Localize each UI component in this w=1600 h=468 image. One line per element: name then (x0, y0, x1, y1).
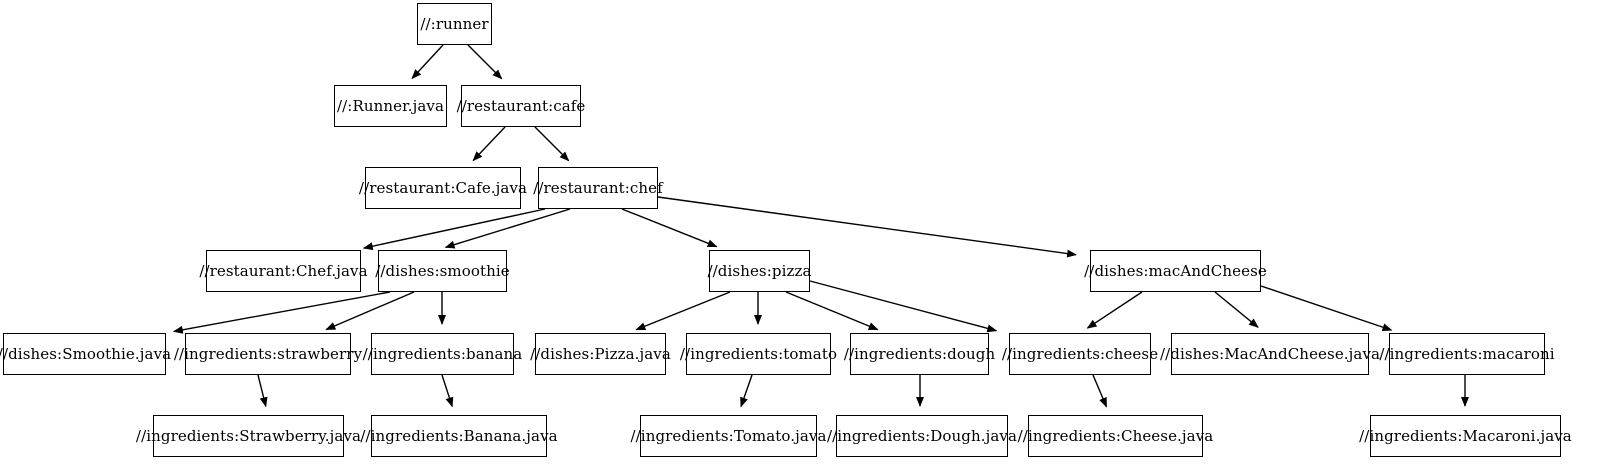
graph-node-ingredients_macaroni_java[interactable]: //ingredients:Macaroni.java (1359, 415, 1572, 457)
graph-node-ingredients_strawberry_java[interactable]: //ingredients:Strawberry.java (136, 415, 361, 457)
node-label: //ingredients:Macaroni.java (1359, 426, 1572, 445)
graph-node-runner[interactable]: //:runner (417, 3, 492, 45)
node-label: //ingredients:Strawberry.java (135, 426, 362, 445)
node-label: //ingredients:cheese (1001, 344, 1159, 363)
node-label: //dishes:smoothie (375, 261, 510, 280)
node-label: //ingredients:banana (362, 344, 523, 363)
graph-node-dishes_smoothie[interactable]: //dishes:smoothie (375, 250, 510, 292)
node-label: //restaurant:Chef.java (199, 261, 368, 280)
node-label: //:Runner.java (336, 96, 444, 115)
graph-node-restaurant_chef_java[interactable]: //restaurant:Chef.java (199, 250, 368, 292)
graph-node-dishes_macandcheese_java[interactable]: //dishes:MacAndCheese.java (1160, 333, 1380, 375)
node-label: //ingredients:Banana.java (360, 426, 558, 445)
graph-node-ingredients_macaroni[interactable]: //ingredients:macaroni (1379, 333, 1555, 375)
node-label: //dishes:macAndCheese (1084, 261, 1267, 280)
graph-node-ingredients_cheese[interactable]: //ingredients:cheese (1002, 333, 1158, 375)
graph-node-restaurant_cafe[interactable]: //restaurant:cafe (457, 85, 585, 127)
graph-node-restaurant_chef[interactable]: //restaurant:chef (533, 167, 663, 209)
graph-node-ingredients_cheese_java[interactable]: //ingredients:Cheese.java (1018, 415, 1213, 457)
node-label: //dishes:Pizza.java (530, 344, 671, 363)
graph-node-dishes_pizza_java[interactable]: //dishes:Pizza.java (530, 333, 671, 375)
graph-node-ingredients_tomato_java[interactable]: //ingredients:Tomato.java (630, 415, 826, 457)
graph-node-runner_java[interactable]: //:Runner.java (334, 85, 447, 127)
graph-node-restaurant_cafe_java[interactable]: //restaurant:Cafe.java (359, 167, 527, 209)
node-label: //ingredients:Cheese.java (1017, 426, 1214, 445)
node-label: //ingredients:macaroni (1379, 344, 1555, 363)
node-label: //ingredients:Dough.java (826, 426, 1018, 445)
graph-node-dishes_smoothie_java[interactable]: //dishes:Smoothie.java (0, 333, 171, 375)
node-label: //ingredients:Tomato.java (630, 426, 827, 445)
node-label: //ingredients:dough (843, 344, 996, 363)
graph-node-dishes_pizza[interactable]: //dishes:pizza (707, 250, 812, 292)
graph-node-ingredients_dough_java[interactable]: //ingredients:Dough.java (827, 415, 1017, 457)
graph-node-ingredients_banana[interactable]: //ingredients:banana (363, 333, 522, 375)
node-label: //ingredients:strawberry (173, 344, 363, 363)
node-label: //dishes:MacAndCheese.java (1159, 344, 1381, 363)
graph-node-ingredients_strawberry[interactable]: //ingredients:strawberry (174, 333, 362, 375)
graph-node-ingredients_banana_java[interactable]: //ingredients:Banana.java (360, 415, 558, 457)
node-label: //restaurant:cafe (456, 96, 586, 115)
node-label: //ingredients:tomato (679, 344, 838, 363)
graph-node-dishes_macandcheese[interactable]: //dishes:macAndCheese (1084, 250, 1267, 292)
node-label: //restaurant:Cafe.java (358, 178, 528, 197)
node-label: //:runner (420, 14, 489, 33)
node-label: //dishes:Smoothie.java (0, 344, 172, 363)
graph-node-ingredients_dough[interactable]: //ingredients:dough (844, 333, 995, 375)
graph-node-ingredients_tomato[interactable]: //ingredients:tomato (680, 333, 837, 375)
node-label: //dishes:pizza (707, 261, 812, 280)
node-label: //restaurant:chef (533, 178, 663, 197)
